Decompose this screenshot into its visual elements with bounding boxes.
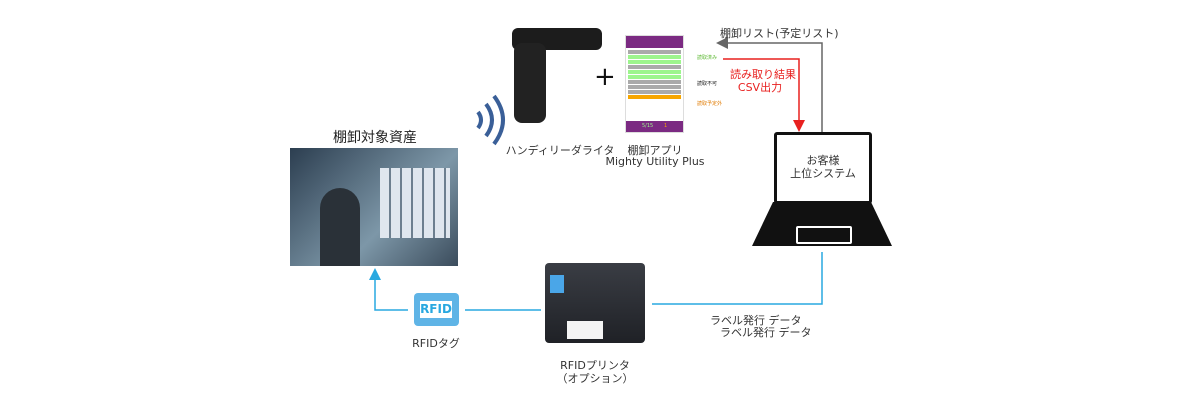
list-label: 棚卸リスト(予定リスト) bbox=[720, 27, 839, 40]
result-label-1: 読み取り結果 bbox=[730, 68, 796, 81]
laptop-touchpad bbox=[796, 226, 852, 244]
laptop-line-1: お客様 bbox=[806, 154, 840, 167]
label-data-1: ラベル発行 データ bbox=[710, 314, 802, 327]
rfid-tag-text: RFID bbox=[420, 301, 452, 318]
csv-arrow bbox=[723, 58, 805, 132]
label-data-2: ラベル発行 データ bbox=[720, 326, 812, 339]
tag-asset-arrow bbox=[369, 268, 408, 311]
rfid-printer-image bbox=[545, 263, 645, 343]
printer-label-2: （オプション） bbox=[556, 372, 634, 385]
asset-title: 棚卸対象資産 bbox=[333, 130, 417, 146]
label-data-line bbox=[652, 252, 823, 305]
printer-label-1: RFIDプリンタ bbox=[560, 359, 630, 372]
status-unexpected: 読取予定外 bbox=[697, 101, 723, 107]
laptop-keyboard bbox=[752, 202, 892, 246]
status-unreadable: 読取不可 bbox=[697, 81, 718, 87]
status-read: 読取済み bbox=[697, 55, 718, 61]
app-screenshot: 5/15 1 bbox=[625, 35, 684, 133]
app-extra-count: 1 bbox=[664, 123, 668, 129]
list-arrow bbox=[716, 37, 823, 132]
laptop-line-2: 上位システム bbox=[790, 167, 856, 180]
radio-waves-icon bbox=[476, 94, 505, 146]
handheld-reader-image bbox=[512, 28, 602, 133]
app-count: 5/15 bbox=[642, 123, 654, 129]
reader-label: ハンディリーダライタ bbox=[505, 144, 615, 157]
tag-label: RFIDタグ bbox=[412, 337, 460, 350]
app-label-2: Mighty Utility Plus bbox=[605, 155, 705, 168]
app-label-1: 棚卸アプリ bbox=[627, 144, 683, 157]
plus-sign: + bbox=[594, 62, 616, 92]
asset-photo bbox=[290, 148, 458, 266]
result-label-2: CSV出力 bbox=[737, 81, 783, 94]
rfid-tag-icon: RFID bbox=[414, 293, 459, 326]
